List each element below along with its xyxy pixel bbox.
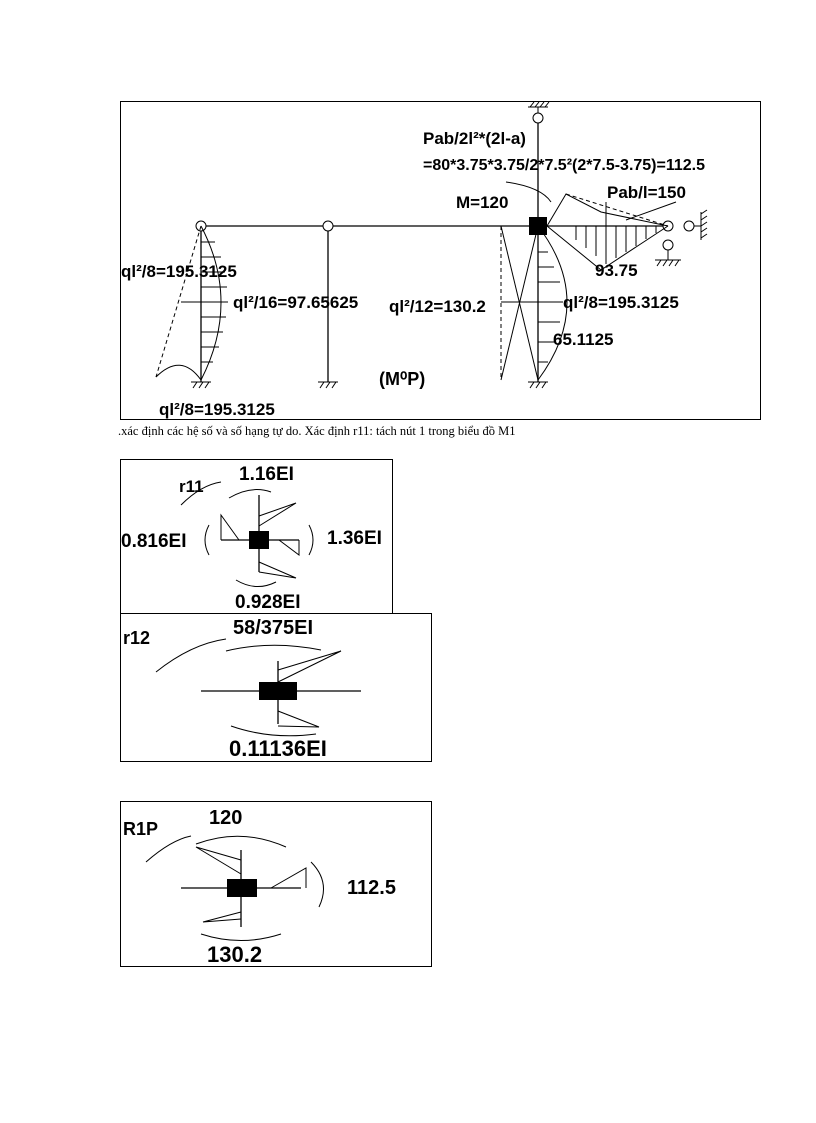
r1p-moment-bottom [202, 911, 242, 923]
label-right-ql8: ql²/8=195.3125 [563, 293, 679, 312]
frame-svg: Pab/2l²*(2l-a) =80*3.75*3.75/2*7.5²(2*7.… [121, 101, 708, 419]
r11-arrow-right [308, 524, 314, 556]
label-ql12: ql²/12=130.2 [389, 297, 486, 316]
r11-top-label: 1.16EI [239, 464, 294, 485]
roller-right [683, 220, 695, 232]
r1p-diagram: R1P 120 112.5 130.2 [120, 801, 432, 967]
label-mp: (M⁰P) [379, 369, 425, 389]
r12-bottom-label: 0.11136EI [229, 736, 327, 761]
r1p-name: R1P [123, 819, 158, 839]
support-right-hatch [700, 209, 708, 239]
support-bottom-left [191, 381, 211, 389]
r12-top-label: 58/375EI [233, 617, 313, 639]
r11-left-label: 0.816EI [121, 531, 187, 552]
r12-name: r12 [123, 628, 150, 648]
r1p-right-label: 112.5 [347, 877, 396, 899]
support-bottom-right [528, 381, 548, 389]
support-top-hatch [529, 101, 550, 108]
r12-diagram: r12 58/375EI 0.11136EI [120, 613, 432, 762]
label-pab-value: =80*3.75*3.75/2*7.5²(2*7.5-3.75)=112.5 [423, 157, 705, 174]
r12-moment-bottom [277, 710, 320, 728]
moment-diagram-right [500, 225, 568, 381]
support-bottom-middle [318, 381, 338, 389]
r12-arrow-top [225, 644, 322, 652]
r1p-moment-top [195, 846, 242, 875]
label-left-ql8-top: ql²/8=195.3125 [121, 262, 237, 281]
r11-right-label: 1.36EI [327, 528, 382, 549]
label-pab-l: Pab/l=150 [607, 183, 686, 202]
label-ql16: ql²/16=97.65625 [233, 293, 358, 312]
r11-arrow [180, 481, 222, 506]
r12-svg: r12 58/375EI 0.11136EI [123, 617, 361, 761]
r11-arrow-left [204, 524, 210, 556]
moment-diagram-left [155, 225, 228, 381]
moment-diagram-beam [505, 181, 677, 271]
label-pab-formula: Pab/2l²*(2l-a) [423, 129, 526, 148]
r11-name: r11 [179, 477, 204, 496]
r11-bottom-label: 0.928EI [235, 592, 301, 613]
r1p-arrow-bottom [200, 933, 282, 941]
r1p-top-label: 120 [209, 807, 242, 829]
r11-moment-top [258, 502, 297, 527]
roller-bottom [662, 239, 674, 251]
r1p-arrow-right [310, 861, 324, 908]
r11-moment-bottom [258, 561, 297, 579]
main-frame-diagram: Pab/2l²*(2l-a) =80*3.75*3.75/2*7.5²(2*7.… [120, 101, 761, 420]
r1p-svg: R1P 120 112.5 130.2 [123, 807, 396, 967]
r12-arrow-bottom [230, 725, 317, 737]
label-651125: 65.1125 [553, 330, 614, 349]
r11-moment-left [220, 513, 240, 541]
hinge-top [532, 112, 544, 124]
label-9375: 93.75 [595, 261, 638, 280]
r11-diagram: r11 1.16EI 0.816EI 1.36EI 0.928EI [120, 459, 393, 615]
hinge-middle [322, 220, 334, 232]
r11-arrow-top [228, 489, 272, 499]
r11-arrow-bottom [235, 579, 277, 587]
r12-arrow [155, 638, 227, 673]
r12-node [259, 682, 297, 700]
label-left-ql8-bottom: ql²/8=195.3125 [159, 400, 275, 419]
label-moment: M=120 [456, 193, 508, 212]
r11-svg: r11 1.16EI 0.816EI 1.36EI 0.928EI [121, 464, 382, 613]
r1p-node [227, 879, 257, 897]
r1p-arrow [145, 835, 192, 863]
r1p-moment-right [270, 867, 307, 889]
support-roller-hatch [656, 259, 680, 267]
caption-text: .xác định các hệ số và số hạng tự do. Xá… [118, 424, 516, 438]
r1p-arrow-top [195, 835, 287, 848]
r1p-bottom-label: 130.2 [207, 942, 262, 967]
r11-node [249, 531, 269, 549]
r11-moment-right [278, 539, 300, 556]
r12-moment-top [277, 650, 342, 683]
